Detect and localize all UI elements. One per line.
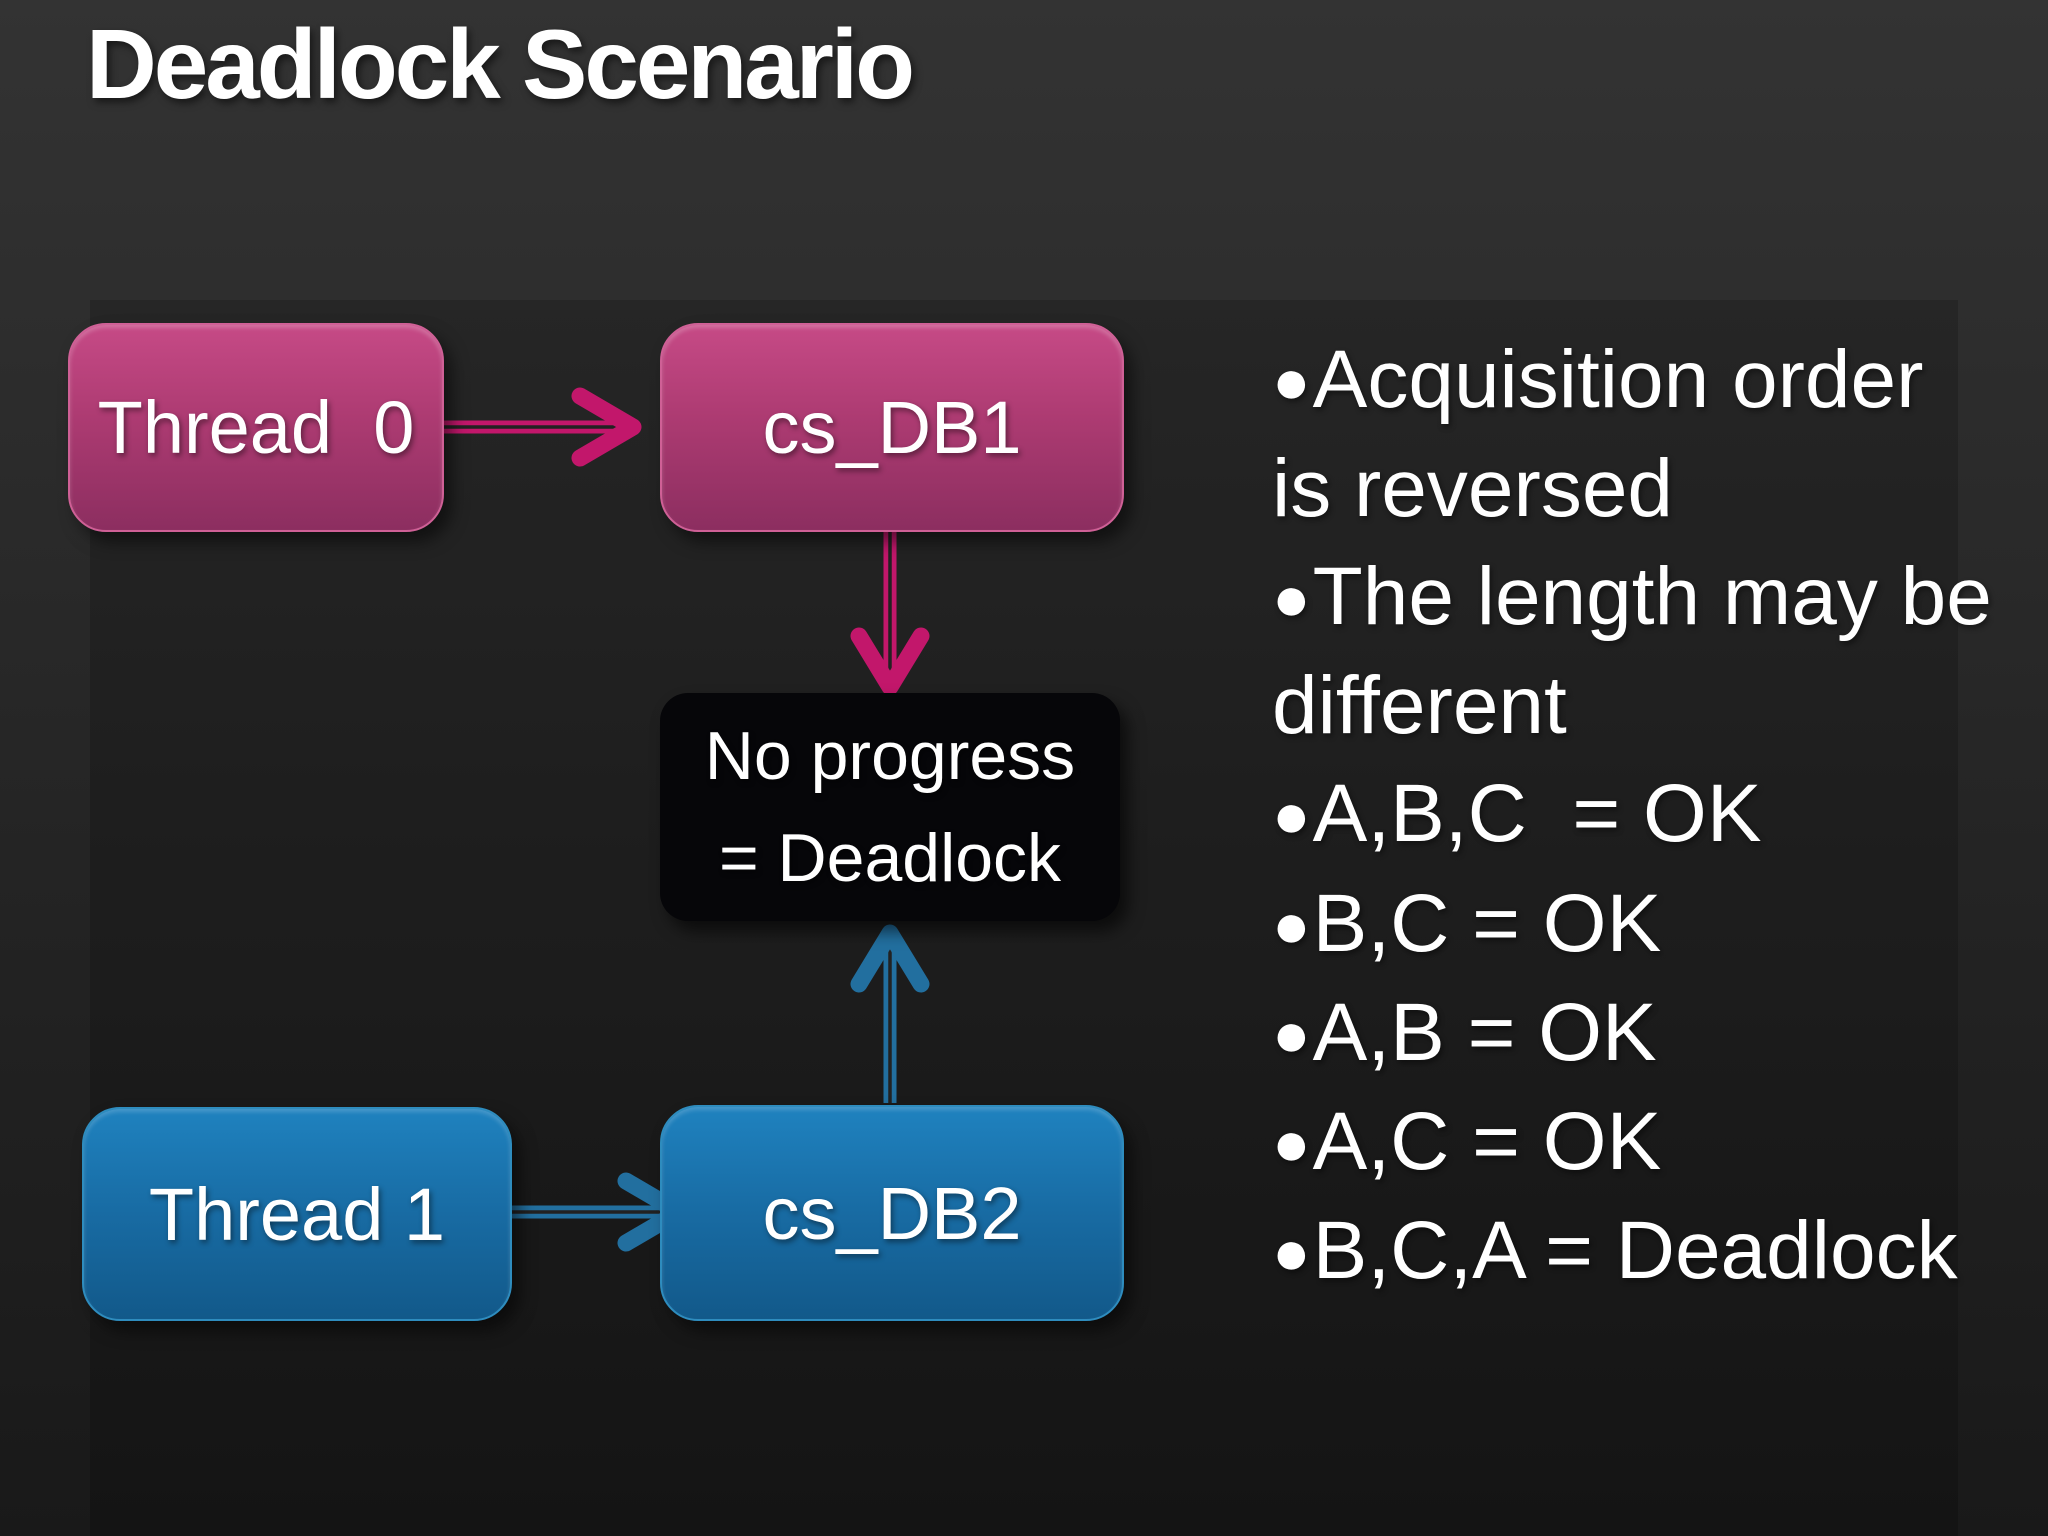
bullet-dot-icon: ● bbox=[1272, 779, 1313, 852]
bullet-text: The length may be different bbox=[1272, 551, 1992, 752]
csdb1-box: cs_DB1 bbox=[660, 323, 1124, 532]
bullet-item-ac-ok: ●A,C = OK bbox=[1272, 1088, 2048, 1197]
bullet-item-acquisition-order: ●Acquisition order is reversed bbox=[1272, 326, 2048, 543]
deadlock-box: No progress = Deadlock bbox=[660, 693, 1120, 921]
bullet-text: A,B,C = OK bbox=[1312, 768, 1762, 860]
bullet-dot-icon: ● bbox=[1272, 1216, 1313, 1289]
csdb2-box: cs_DB2 bbox=[660, 1105, 1124, 1321]
bullet-item-bca-deadlock: ●B,C,A = Deadlock bbox=[1272, 1197, 2048, 1306]
thread0-label: Thread 0 bbox=[97, 386, 415, 469]
bullet-item-length-different: ●The length may be different bbox=[1272, 543, 2048, 760]
bullet-item-abc-ok: ●A,B,C = OK bbox=[1272, 760, 2048, 869]
bullet-text: B,C,A = Deadlock bbox=[1312, 1205, 1958, 1297]
thread1-label: Thread 1 bbox=[148, 1172, 446, 1256]
bullet-dot-icon: ● bbox=[1272, 997, 1313, 1070]
page-title: Deadlock Scenario bbox=[86, 9, 915, 119]
csdb2-label: cs_DB2 bbox=[762, 1171, 1022, 1255]
bullet-dot-icon: ● bbox=[1272, 562, 1313, 635]
bullet-item-bc-ok: ●B,C = OK bbox=[1272, 870, 2048, 979]
csdb1-label: cs_DB1 bbox=[762, 386, 1022, 469]
thread1-box: Thread 1 bbox=[82, 1107, 512, 1321]
bullet-text: A,C = OK bbox=[1312, 1095, 1662, 1187]
thread0-box: Thread 0 bbox=[68, 323, 444, 532]
bullet-text: A,B = OK bbox=[1312, 986, 1657, 1078]
bullet-dot-icon: ● bbox=[1272, 345, 1313, 418]
bullet-item-ab-ok: ●A,B = OK bbox=[1272, 979, 2048, 1088]
bullet-text: Acquisition order is reversed bbox=[1272, 334, 1924, 535]
bullet-dot-icon: ● bbox=[1272, 888, 1313, 961]
bullet-text: B,C = OK bbox=[1312, 877, 1662, 969]
bullet-dot-icon: ● bbox=[1272, 1107, 1313, 1180]
deadlock-label: No progress = Deadlock bbox=[704, 718, 1076, 896]
bullet-list: ●Acquisition order is reversed ●The leng… bbox=[1272, 326, 2048, 1306]
